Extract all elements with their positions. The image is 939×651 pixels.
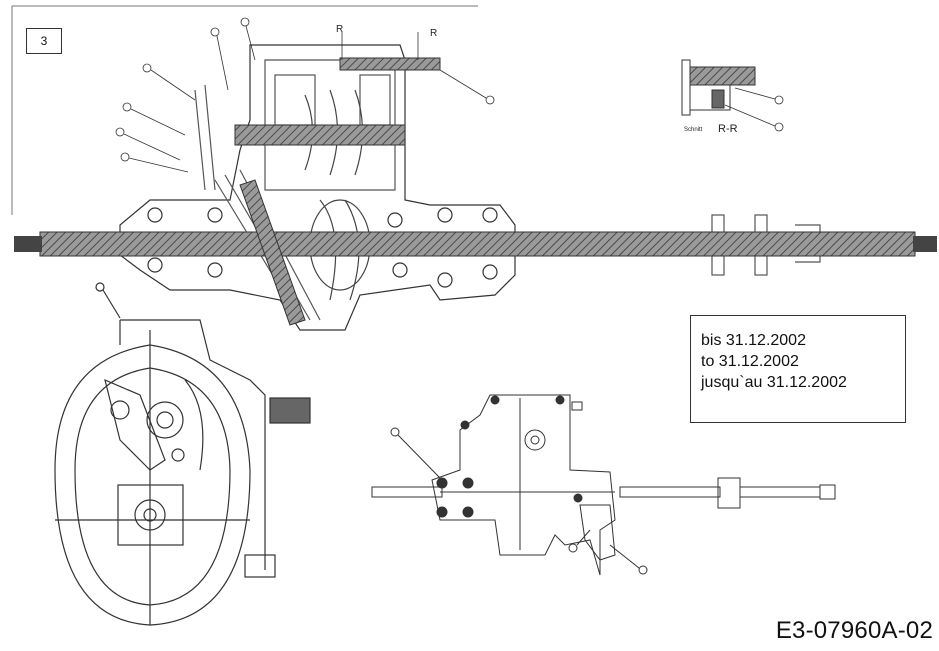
axle-end-right — [913, 236, 937, 252]
cut-mark-left: R — [336, 24, 344, 35]
section-id: R-R — [718, 123, 738, 135]
main-axle — [39, 231, 916, 257]
section-caption: Schnitt — [684, 127, 703, 133]
validity-date-box: bis 31.12.2002 to 31.12.2002 jusqu`au 31… — [690, 315, 906, 423]
shift-fork — [239, 179, 306, 326]
panel-frame — [11, 5, 478, 215]
drawing-code: E3-07960A-02 — [775, 617, 933, 644]
output-shaft-top — [339, 57, 441, 71]
transaxle-cross-section — [119, 44, 821, 331]
date-line-french: jusqu`au 31.12.2002 — [701, 374, 847, 391]
cut-mark-right: R — [430, 28, 438, 39]
date-line-english: to 31.12.2002 — [701, 353, 799, 370]
callout-leaders-top — [115, 17, 784, 173]
section-detail-r-r — [681, 59, 756, 116]
upper-gear-shaft — [234, 124, 406, 146]
transaxle-side-view — [54, 282, 311, 626]
axle-end-left — [14, 236, 42, 252]
panel-number: 3 — [26, 28, 62, 54]
date-line-german: bis 31.12.2002 — [701, 332, 806, 349]
transaxle-overview — [371, 394, 836, 576]
